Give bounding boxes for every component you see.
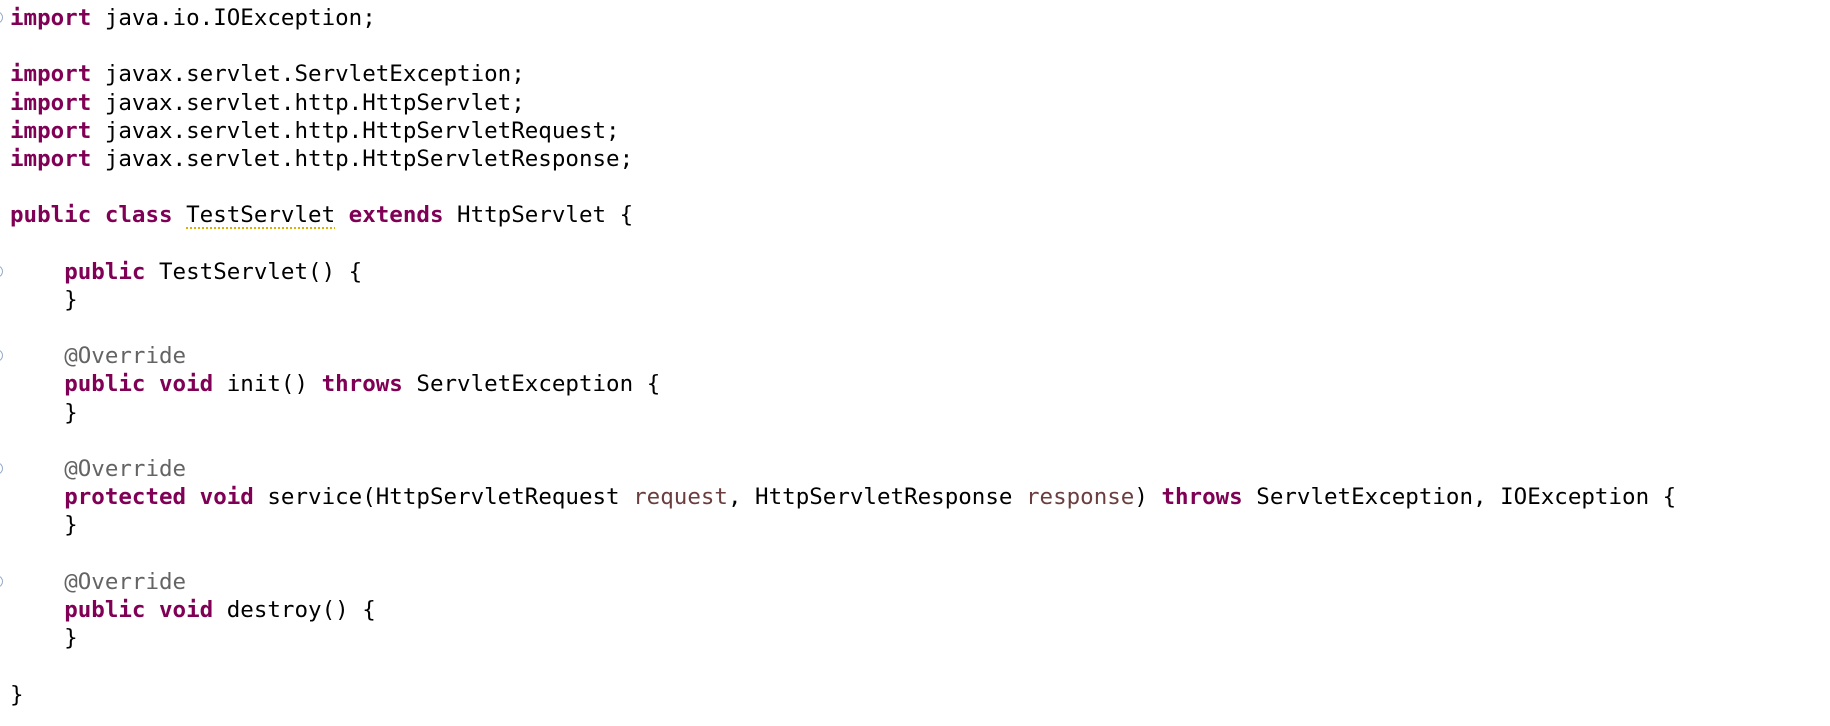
- parameter-token: response: [1025, 484, 1135, 511]
- code-token: ServletException, IOException {: [1242, 484, 1677, 511]
- code-line[interactable]: @Override: [0, 568, 1830, 596]
- code-line[interactable]: }: [0, 681, 1830, 709]
- annotation-token: @Override: [64, 343, 187, 370]
- keyword-token: import: [10, 61, 92, 88]
- code-token: }: [10, 625, 78, 652]
- code-token: service(HttpServletRequest: [253, 484, 634, 511]
- code-line[interactable]: [0, 427, 1830, 455]
- code-token: [10, 259, 64, 285]
- code-token: [10, 484, 64, 510]
- code-token: }: [10, 681, 24, 708]
- keyword-token: protected: [64, 484, 187, 511]
- code-token: java.io.IOException;: [91, 5, 376, 31]
- keyword-token: public: [10, 202, 92, 229]
- code-token: javax.servlet.http.HttpServlet;: [91, 89, 525, 116]
- warning-token: TestServlet: [186, 202, 336, 229]
- code-token: ): [1134, 484, 1162, 511]
- keyword-token: throws: [1161, 484, 1243, 511]
- code-token: [10, 371, 64, 397]
- code-token: [10, 456, 64, 482]
- code-token: javax.servlet.http.HttpServletResponse;: [91, 145, 634, 172]
- code-editor[interactable]: import java.io.IOException; import javax…: [0, 4, 1830, 708]
- code-token: }: [10, 512, 78, 539]
- fold-toggle-icon[interactable]: [0, 463, 3, 474]
- code-token: [145, 597, 159, 623]
- code-line[interactable]: import javax.servlet.http.HttpServlet;: [0, 89, 1830, 117]
- code-token: [145, 371, 159, 397]
- keyword-token: class: [104, 202, 173, 229]
- code-token: [173, 202, 187, 228]
- code-line[interactable]: protected void service(HttpServletReques…: [0, 483, 1830, 511]
- fold-toggle-icon[interactable]: [0, 350, 3, 362]
- code-line[interactable]: [0, 652, 1830, 680]
- keyword-token: extends: [348, 202, 444, 229]
- code-token: [91, 202, 105, 228]
- keyword-token: void: [199, 484, 254, 511]
- keyword-token: import: [10, 5, 92, 31]
- keyword-token: void: [159, 596, 214, 623]
- keyword-token: void: [159, 371, 214, 398]
- keyword-token: public: [64, 596, 146, 623]
- code-line[interactable]: }: [0, 511, 1830, 539]
- keyword-token: throws: [321, 371, 403, 398]
- code-line[interactable]: }: [0, 624, 1830, 652]
- code-line[interactable]: [0, 32, 1830, 60]
- code-token: TestServlet() {: [145, 258, 363, 285]
- fold-toggle-icon[interactable]: [0, 265, 3, 277]
- code-token: [10, 569, 64, 595]
- code-line[interactable]: public class TestServlet extends HttpSer…: [0, 201, 1830, 229]
- code-line[interactable]: public TestServlet() {: [0, 258, 1830, 286]
- keyword-token: import: [10, 117, 92, 144]
- code-line[interactable]: public void destroy() {: [0, 596, 1830, 624]
- code-token: , HttpServletResponse: [727, 484, 1026, 511]
- keyword-token: import: [10, 89, 92, 116]
- code-line[interactable]: }: [0, 286, 1830, 314]
- code-token: [186, 484, 200, 510]
- code-line[interactable]: [0, 173, 1830, 201]
- fold-toggle-icon[interactable]: [0, 12, 3, 23]
- code-line[interactable]: [0, 540, 1830, 568]
- keyword-token: import: [10, 145, 92, 172]
- code-token: javax.servlet.ServletException;: [91, 61, 525, 88]
- code-line[interactable]: [0, 314, 1830, 342]
- code-token: }: [10, 286, 78, 313]
- code-line[interactable]: public void init() throws ServletExcepti…: [0, 370, 1830, 398]
- annotation-token: @Override: [64, 456, 187, 482]
- code-line[interactable]: import java.io.IOException;: [0, 4, 1830, 32]
- code-line[interactable]: [0, 230, 1830, 258]
- code-line[interactable]: import javax.servlet.http.HttpServletRes…: [0, 145, 1830, 173]
- code-line[interactable]: @Override: [0, 455, 1830, 483]
- code-token: HttpServlet {: [443, 202, 634, 229]
- code-token: init(): [213, 371, 322, 398]
- parameter-token: request: [633, 484, 728, 511]
- code-token: destroy() {: [213, 596, 376, 623]
- annotation-token: @Override: [64, 568, 187, 595]
- keyword-token: public: [64, 258, 146, 285]
- fold-toggle-icon[interactable]: [0, 575, 3, 587]
- code-token: [10, 597, 64, 623]
- code-token: [10, 343, 64, 369]
- code-token: [335, 202, 349, 228]
- code-token: javax.servlet.http.HttpServletRequest;: [91, 117, 620, 144]
- code-line[interactable]: import javax.servlet.ServletException;: [0, 60, 1830, 88]
- code-token: }: [10, 399, 78, 426]
- code-token: ServletException {: [402, 371, 661, 398]
- code-line[interactable]: import javax.servlet.http.HttpServletReq…: [0, 117, 1830, 145]
- keyword-token: public: [64, 371, 146, 398]
- code-line[interactable]: @Override: [0, 342, 1830, 370]
- code-line[interactable]: }: [0, 399, 1830, 427]
